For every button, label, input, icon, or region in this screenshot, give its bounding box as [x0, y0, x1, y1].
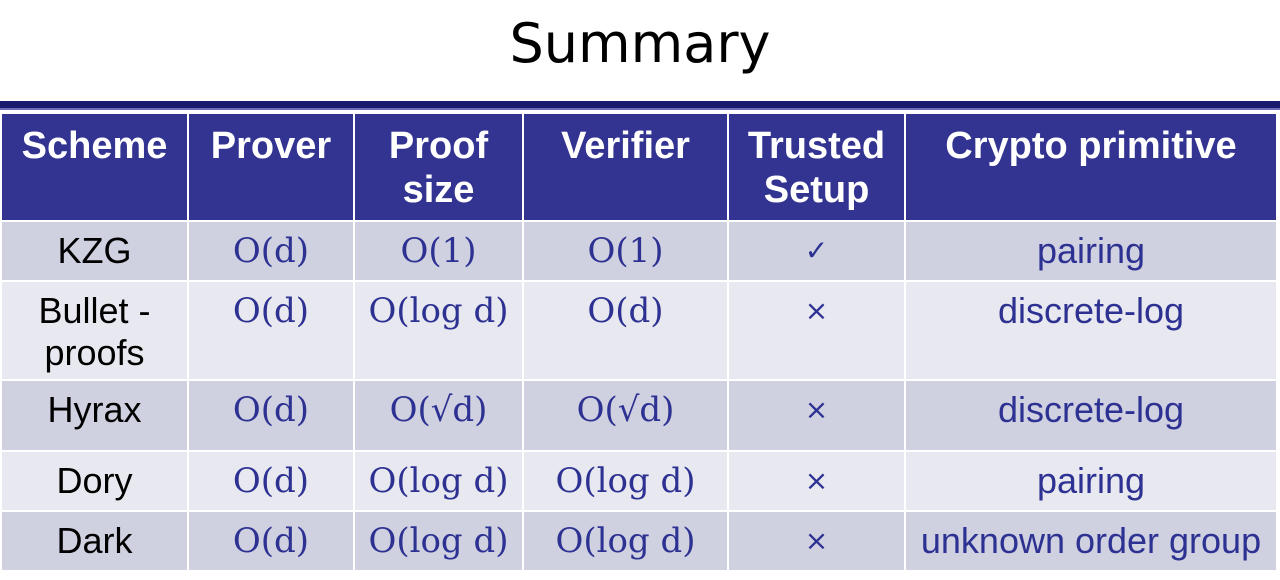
cell-proof-size: O(√d)	[353, 379, 524, 452]
cell-verifier: O(log d)	[522, 450, 729, 512]
table-row: Hyrax O(d) O(√d) O(√d) × discrete-log	[0, 379, 1278, 452]
table-row: KZG O(d) O(1) O(1) ✓ pairing	[0, 220, 1278, 282]
cell-prover: O(d)	[187, 510, 355, 572]
cell-proof-size: O(log d)	[353, 510, 524, 572]
cell-proof-size: O(log d)	[353, 280, 524, 381]
cell-verifier: O(d)	[522, 280, 729, 381]
cross-icon: ×	[727, 280, 906, 381]
cell-prover: O(d)	[187, 280, 355, 381]
cell-prover: O(d)	[187, 220, 355, 282]
cell-scheme: Dory	[0, 450, 189, 512]
cross-icon: ×	[727, 510, 906, 572]
cell-scheme: Hyrax	[0, 379, 189, 452]
cell-primitive: discrete-log	[904, 280, 1278, 381]
cell-primitive: discrete-log	[904, 379, 1278, 452]
cell-scheme: Bullet -proofs	[0, 280, 189, 381]
cell-proof-size: O(log d)	[353, 450, 524, 512]
table-row: Dory O(d) O(log d) O(log d) × pairing	[0, 450, 1278, 512]
cell-proof-size: O(1)	[353, 220, 524, 282]
header-scheme: Scheme	[0, 112, 189, 222]
header-prover: Prover	[187, 112, 355, 222]
header-trusted-setup: Trusted Setup	[727, 112, 906, 222]
checkmark-icon: ✓	[727, 220, 906, 282]
table-row: Bullet -proofs O(d) O(log d) O(d) × disc…	[0, 280, 1278, 381]
cell-prover: O(d)	[187, 379, 355, 452]
cell-verifier: O(1)	[522, 220, 729, 282]
cross-icon: ×	[727, 450, 906, 512]
header-crypto-primitive: Crypto primitive	[904, 112, 1278, 222]
cell-primitive: unknown order group	[904, 510, 1278, 572]
cell-prover: O(d)	[187, 450, 355, 512]
cell-scheme: KZG	[0, 220, 189, 282]
header-verifier: Verifier	[522, 112, 729, 222]
table-row: Dark O(d) O(log d) O(log d) × unknown or…	[0, 510, 1278, 572]
cross-icon: ×	[727, 379, 906, 452]
cell-primitive: pairing	[904, 450, 1278, 512]
cell-verifier: O(log d)	[522, 510, 729, 572]
cell-primitive: pairing	[904, 220, 1278, 282]
cell-scheme: Dark	[0, 510, 189, 572]
summary-table: Scheme Prover Proof size Verifier Truste…	[0, 112, 1278, 572]
title-divider	[0, 101, 1280, 110]
page-title: Summary	[509, 12, 771, 75]
cell-verifier: O(√d)	[522, 379, 729, 452]
header-row: Scheme Prover Proof size Verifier Truste…	[0, 112, 1278, 222]
header-proof-size: Proof size	[353, 112, 524, 222]
